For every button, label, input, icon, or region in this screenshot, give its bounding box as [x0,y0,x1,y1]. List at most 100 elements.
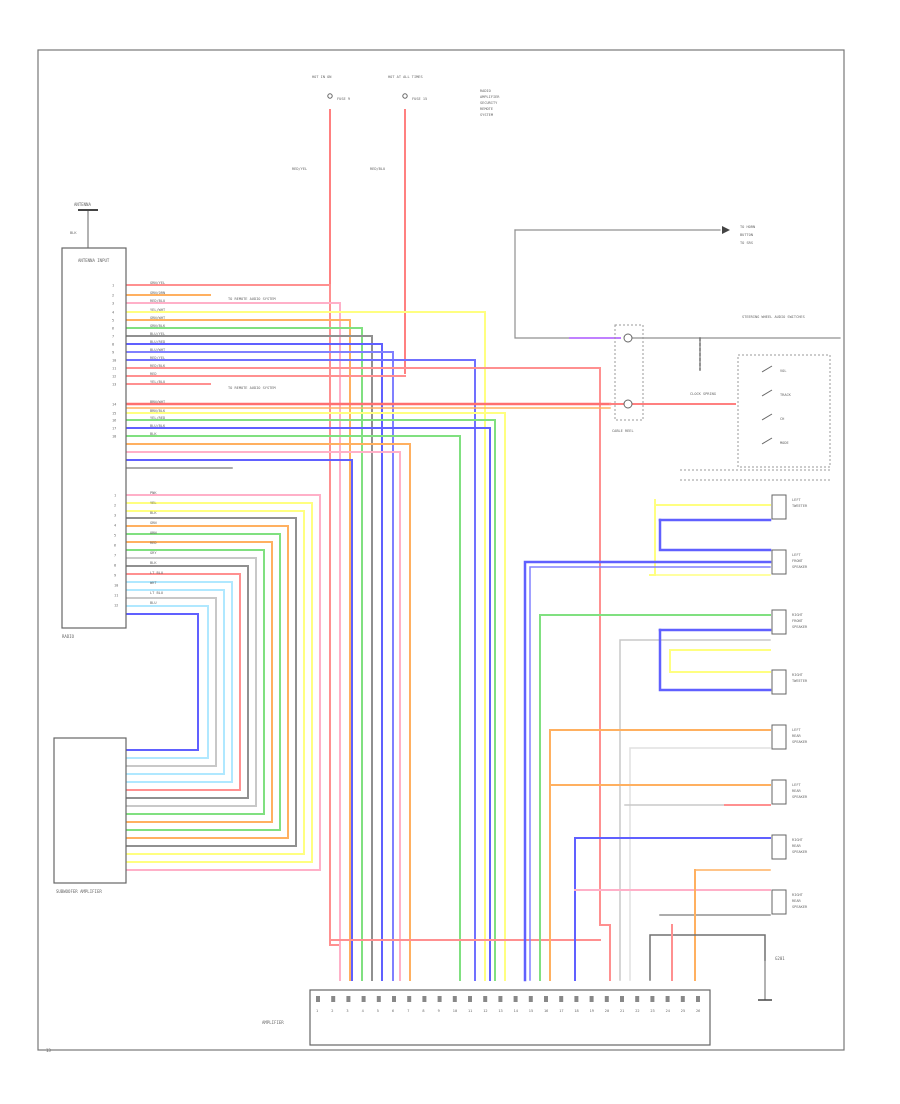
radio-pin-wire: RED/BLK [150,364,166,368]
amp-pin-number: 2 [331,1009,333,1013]
radio-lower-pin-wire: GRN [150,521,157,525]
radio-lower-pin-wire: ORN [150,531,157,535]
fuse-note-line: SECURITY [480,101,498,105]
fuse-b-wire: RED/BLU [370,167,385,171]
radio-pin-wire: GRN/BLK [150,324,166,328]
to-system-2: TO REMOTE AUDIO SYSTEM [228,386,276,390]
speaker-3-label-1: RIGHT [792,613,804,617]
wire-radio-9 [125,351,394,981]
amp-pin-7 [407,996,412,1002]
radio-pin-wire: RED/BLU [150,299,165,303]
switch-label: CH [780,417,784,421]
radio-lower-pin-number: 4 [114,524,116,528]
radio-pin-wire: GRN/WHT [150,316,166,320]
radio-lower-pin-wire: LT BLU [150,591,163,595]
speakers: LEFTTWEETERLEFTFRONTSPEAKERRIGHTFRONTSPE… [771,494,808,915]
wire-loop-11 [125,573,241,791]
radio-pin-number: 17 [112,427,116,431]
radio-pin-wire: BLU/RED [150,340,165,344]
radio-lower-pin-number: 8 [114,564,116,568]
wire-sp5-b [629,747,771,981]
speaker-2-label-2: FRONT [792,559,804,563]
amp-pin-number: 11 [468,1009,472,1013]
top-right-note-line: BUTTON [740,233,753,237]
amp-pin-number: 22 [635,1009,639,1013]
amp-pin-number: 15 [529,1009,533,1013]
radio-pin-number: 14 [112,403,116,407]
amp-pin-number: 7 [407,1009,409,1013]
ground-label: G201 [775,956,785,961]
radio-lower-pin-wire: WHT [150,581,157,585]
fuse-b-label: FUSE 15 [412,97,427,101]
wire-radio-16 [125,427,491,981]
wire-sp3-b [619,639,771,981]
wire-amp-gnd [649,934,766,981]
amp-pin-20 [604,996,609,1002]
speaker-8-label-1: RIGHT [792,893,804,897]
steering-switches: STEERING WHEEL AUDIO SWITCHES VOLTRACKCH… [737,315,831,468]
amp-pin-number: 13 [498,1009,502,1013]
amp-pin-10 [452,996,457,1002]
radio-lower-pin-wire: RED [150,541,157,545]
amp-pin-15 [528,996,533,1002]
amp-pin-9 [437,996,442,1002]
wire-radio-15 [125,419,496,981]
wire-radio-20 [125,459,353,981]
radio-lower-pin-number: 1 [114,494,116,498]
wire-loop-7 [125,541,273,823]
wire-sp7-a [574,837,771,981]
amp-pin-number: 1 [316,1009,318,1013]
wire-loop-14 [125,597,217,767]
wire-sp2-c [529,566,771,981]
radio-pin-labels: 1GRN/YEL2GRN/ORN3RED/BLU4YEL/WHT5GRN/WHT… [112,281,166,608]
amp-pin-number: 24 [666,1009,670,1013]
speaker-1-body [771,494,787,520]
wire-radio-3 [125,302,341,981]
amp-pin-number: 4 [362,1009,364,1013]
radio-pin-number: 8 [112,343,114,347]
wire-radio-14 [125,412,506,981]
radio-lower-pin-number: 9 [114,574,116,578]
amp-pin-22 [635,996,640,1002]
wire-sp4-a [669,649,771,673]
antenna-label: ANTENNA [74,202,91,207]
amplifier-box [309,989,711,1046]
radio-unit: ANTENNA INPUT RADIO 1GRN/YEL2GRN/ORN3RED… [61,247,166,639]
speaker-1-label-2: TWEETER [792,504,808,508]
amp-pin-4 [361,996,366,1002]
amp-pin-number: 14 [514,1009,518,1013]
wire-loop-5 [125,525,289,839]
speaker-2-body [771,549,787,575]
wire-radio-1 [125,284,341,946]
speaker-8-body [771,889,787,915]
radio-pin-wire: GRN/ORN [150,291,165,295]
wire-sp3-a [539,614,771,981]
fuse-note-line: REMOTE [480,107,493,111]
amp-pin-12 [483,996,488,1002]
wire-radio-8 [125,343,383,981]
to-system-1: TO REMOTE AUDIO SYSTEM [228,297,276,301]
amp-pin-23 [650,996,655,1002]
wire-radio-11 [125,367,611,981]
subwoofer-amplifier: SUBWOOFER AMPLIFIER [53,737,127,894]
horn-arrow [722,226,730,234]
subwoofer-title: SUBWOOFER AMPLIFIER [56,889,102,894]
radio-lower-pin-number: 11 [114,594,118,598]
radio-pin-wire: YEL/WHT [150,308,166,312]
radio-pin-wire: GRN/YEL [150,281,165,285]
radio-lower-pin-number: 5 [114,534,116,538]
wire-loop-9 [125,557,257,807]
speaker-8-label-3: SPEAKER [792,905,808,909]
amp-pin-1 [316,996,320,1002]
amp-pin-number: 3 [346,1009,348,1013]
fuse-a: HOT IN ON FUSE 9 RED/YEL [292,75,350,171]
wire-loop-16 [125,613,199,751]
radio-pin-number: 5 [112,319,114,323]
top-right-note-line: TO SRS [740,241,753,245]
switch-label: VOL [780,369,787,373]
